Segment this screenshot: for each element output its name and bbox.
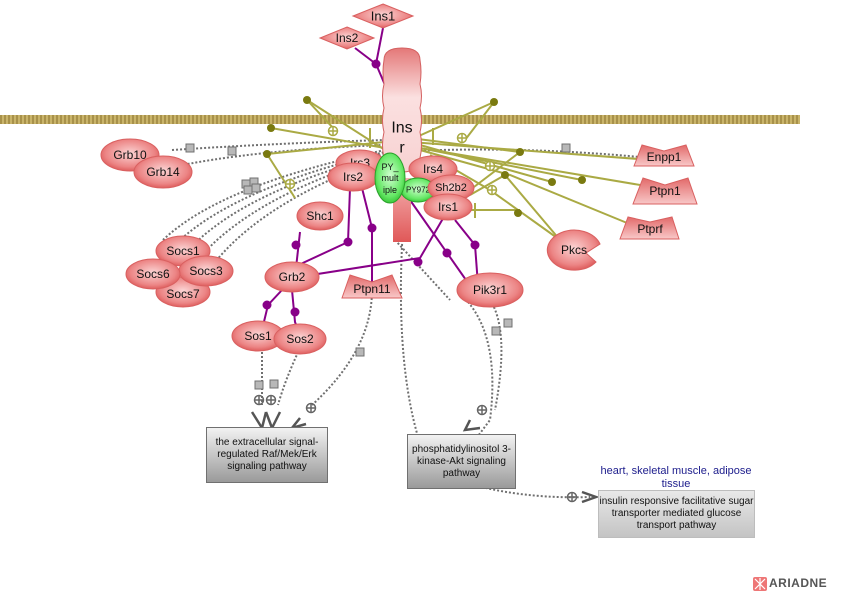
svg-text:Shc1: Shc1 — [306, 209, 334, 223]
svg-text:iple: iple — [383, 185, 397, 195]
node-sos1[interactable]: Sos1 — [231, 320, 285, 352]
node-grb14[interactable]: Grb14 — [133, 155, 193, 189]
svg-text:Pkcs: Pkcs — [561, 243, 587, 257]
ariadne-logo: ARIADNE — [752, 576, 827, 590]
node-irs1[interactable]: Irs1 — [423, 193, 473, 221]
svg-text:Ptpn1: Ptpn1 — [649, 184, 681, 198]
node-shc1[interactable]: Shc1 — [296, 201, 344, 231]
node-socs6[interactable]: Socs6 — [125, 258, 181, 290]
svg-text:Grb10: Grb10 — [113, 148, 147, 162]
svg-text:Enpp1: Enpp1 — [647, 150, 682, 164]
ins1-label: Ins1 — [371, 9, 396, 24]
node-pik3r1[interactable]: Pik3r1 — [456, 272, 524, 308]
regulation-dots — [263, 96, 586, 217]
insr-label-line1: Ins — [391, 120, 412, 137]
node-ptpn1[interactable]: Ptpn1 — [632, 177, 698, 205]
node-irs2[interactable]: Irs2 — [327, 162, 379, 192]
node-sos2[interactable]: Sos2 — [273, 323, 327, 355]
tissue-label: heart, skeletal muscle, adipose tissue — [600, 465, 752, 490]
logo-text: ARIADNE — [769, 576, 828, 590]
svg-text:PY_: PY_ — [381, 162, 399, 172]
node-ptprf[interactable]: Ptprf — [619, 216, 680, 240]
pathway-pi3k-akt[interactable]: phosphatidylinositol 3-kinase-Akt signal… — [407, 434, 516, 489]
plus-markers — [253, 394, 578, 503]
node-ins1[interactable]: Ins1 — [351, 3, 415, 29]
ariadne-logo-icon — [753, 577, 767, 591]
svg-text:Pik3r1: Pik3r1 — [473, 283, 507, 297]
pathway-raf-mek-erk[interactable]: the extracellular signal-regulated Raf/M… — [206, 427, 328, 483]
svg-text:Grb14: Grb14 — [146, 165, 180, 179]
svg-text:Irs4: Irs4 — [423, 162, 443, 176]
expression-edge-markers — [185, 143, 571, 390]
svg-text:Sh2b2: Sh2b2 — [435, 182, 467, 194]
node-ins2[interactable]: Ins2 — [318, 26, 376, 50]
svg-text:Ptprf: Ptprf — [637, 222, 663, 236]
node-ptpn11[interactable]: Ptpn11 — [341, 274, 403, 299]
node-pkcs[interactable]: Pkcs — [546, 229, 601, 271]
svg-text:Sos1: Sos1 — [244, 329, 272, 343]
node-enpp1[interactable]: Enpp1 — [633, 144, 695, 167]
insr-label-line2: r — [399, 140, 405, 157]
svg-text:Socs7: Socs7 — [166, 287, 200, 301]
node-insr[interactable]: Ins r — [382, 47, 422, 242]
svg-text:Socs6: Socs6 — [136, 267, 170, 281]
svg-text:Socs3: Socs3 — [189, 264, 223, 278]
node-py-multiple[interactable]: PY_ mult iple — [374, 152, 406, 204]
svg-text:Grb2: Grb2 — [279, 270, 306, 284]
svg-text:PY972: PY972 — [406, 186, 431, 195]
svg-text:Irs2: Irs2 — [343, 170, 363, 184]
svg-text:Socs1: Socs1 — [166, 244, 200, 258]
node-socs3[interactable]: Socs3 — [178, 255, 234, 287]
regulation-plus-markers — [284, 125, 498, 196]
ins2-label: Ins2 — [336, 31, 359, 45]
pathway-glucose-transport[interactable]: insulin responsive facilitative sugar tr… — [598, 490, 755, 538]
svg-text:Ptpn11: Ptpn11 — [353, 282, 390, 296]
svg-text:mult: mult — [381, 173, 399, 183]
binding-dots — [262, 59, 480, 317]
svg-text:Irs1: Irs1 — [438, 200, 458, 214]
svg-text:Sos2: Sos2 — [286, 332, 314, 346]
node-grb2[interactable]: Grb2 — [264, 261, 320, 293]
